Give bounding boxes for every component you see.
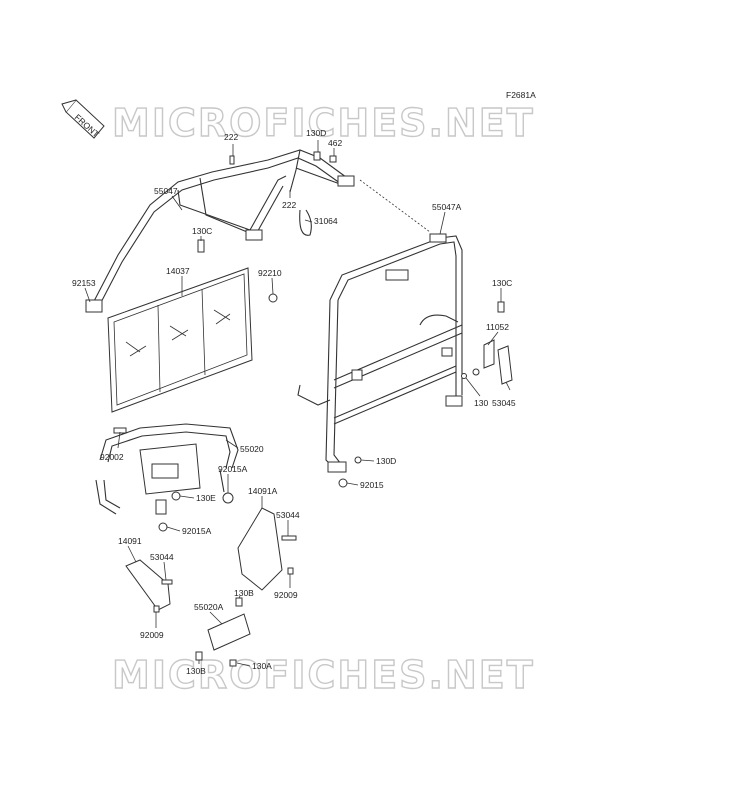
net-panel <box>107 267 253 413</box>
callout-11052: 11052 <box>486 322 509 332</box>
callout-53044-right: 53044 <box>276 510 300 520</box>
callout-92009-right: 92009 <box>274 590 298 600</box>
callout-92210: 92210 <box>258 268 282 278</box>
callout-222-top: 222 <box>224 132 238 142</box>
callout-92015a-top: 92015A <box>218 464 248 474</box>
callout-130b-bottom: 130B <box>186 666 206 676</box>
callout-462: 462 <box>328 138 342 148</box>
roll-bar-frame <box>85 149 355 313</box>
callout-130e: 130E <box>196 493 216 503</box>
callout-130c-right: 130C <box>492 278 512 288</box>
callout-130c-left: 130C <box>192 226 212 236</box>
front-arrow-icon: FRONT <box>61 99 105 139</box>
skid-plate-left <box>125 559 171 611</box>
callout-92015: 92015 <box>360 480 384 490</box>
hinge-bracket <box>472 339 513 385</box>
front-bumper <box>95 423 239 515</box>
figure-code: F2681A <box>506 90 536 100</box>
skid-plate-right <box>237 507 283 591</box>
callout-31064: 31064 <box>314 216 338 226</box>
leader-lines <box>84 140 511 667</box>
callout-55047a: 55047A <box>432 202 462 212</box>
callout-55020: 55020 <box>240 444 264 454</box>
callout-55047: 55047 <box>154 186 178 196</box>
callout-92015a-bottom: 92015A <box>182 526 212 536</box>
fasteners <box>113 151 505 667</box>
callout-130: 130 <box>474 398 488 408</box>
callout-130d-right: 130D <box>376 456 396 466</box>
callout-55020a: 55020A <box>194 602 224 612</box>
callout-130d-top: 130D <box>306 128 326 138</box>
callout-130a: 130A <box>252 661 272 671</box>
callout-222-mid: 222 <box>282 200 296 210</box>
callout-92153: 92153 <box>72 278 96 288</box>
callout-53045: 53045 <box>492 398 516 408</box>
callout-92009-left: 92009 <box>140 630 164 640</box>
watermark-bottom: MICROFICHES.NET <box>112 653 535 697</box>
watermark-top: MICROFICHES.NET <box>112 101 535 145</box>
callout-53044-left: 53044 <box>150 552 174 562</box>
callout-92002: 92002 <box>100 452 124 462</box>
rear-frame <box>297 233 463 473</box>
strap-shape <box>299 209 312 236</box>
bracket-55020a <box>207 613 251 651</box>
callout-14091a: 14091A <box>248 486 278 496</box>
callout-14091: 14091 <box>118 536 142 546</box>
callout-14037: 14037 <box>166 266 190 276</box>
callout-130b-top: 130B <box>234 588 254 598</box>
